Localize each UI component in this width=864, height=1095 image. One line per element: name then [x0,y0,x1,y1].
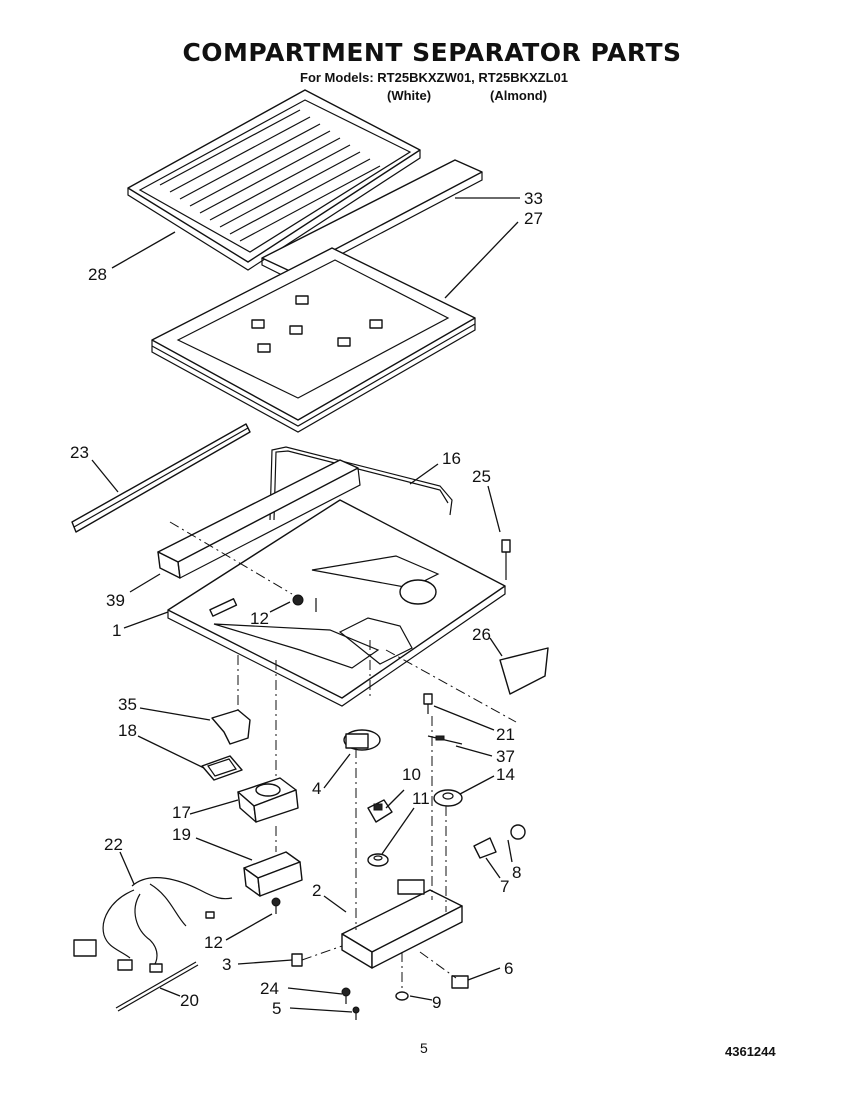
part-16-wire-heater [269,446,453,521]
part-9-washer [395,991,409,1001]
callout-14: 14 [496,765,515,784]
callout-19: 19 [172,825,191,844]
part-39-air-duct [157,459,361,579]
part-25-screw [501,539,511,580]
part-18-gasket [201,755,243,781]
page-title: COMPARTMENT SEPARATOR PARTS [182,38,682,67]
callout-23: 23 [70,443,89,462]
part-20-wire-lead [115,961,199,1012]
callout-3: 3 [222,955,231,974]
part-10-switch [367,799,393,823]
page-number: 5 [420,1040,428,1056]
callout-12-lower: 12 [204,933,223,952]
callout-9: 9 [432,993,441,1012]
part-12-screw-lower [271,897,281,914]
color-white-label: (White) [387,88,432,103]
callout-21: 21 [496,725,515,744]
callout-4: 4 [312,779,321,798]
part-4-fan-motor [343,729,381,751]
callout-17: 17 [172,803,191,822]
callout-5: 5 [272,999,281,1018]
part-1-separator-base [167,499,506,707]
part-12-screw-upper [292,594,317,612]
part-27-separator-frame [151,247,476,433]
callout-25: 25 [472,467,491,486]
callout-2: 2 [312,881,321,900]
part-3-clip [291,953,303,967]
part-21-screw [423,693,433,714]
callout-26: 26 [472,625,491,644]
callout-10: 10 [402,765,421,784]
callout-33: 33 [524,189,543,208]
part-8-light-bulb [510,824,526,840]
callout-39: 39 [106,591,125,610]
callout-22: 22 [104,835,123,854]
part-6-connector [451,975,469,989]
part-24-screw [341,987,351,1004]
callout-28: 28 [88,265,107,284]
callout-35: 35 [118,695,137,714]
callout-6: 6 [504,959,513,978]
callout-labels: 33 27 28 23 16 25 39 1 12 26 35 18 21 37… [70,189,543,1018]
callout-24: 24 [260,979,279,998]
models-subtitle: For Models: RT25BKXZW01, RT25BKXZL01 [300,70,568,85]
part-22-wiring-harness [73,877,233,973]
part-26-insulation [499,647,549,695]
part-37-spacer [427,735,463,745]
callout-12-upper: 12 [250,609,269,628]
callout-20: 20 [180,991,199,1010]
part-23-seal-strip [71,423,251,533]
callout-1: 1 [112,621,121,640]
leader-lines [91,197,520,1013]
alignment-lines [169,521,517,990]
document-number: 4361244 [725,1044,776,1059]
callout-8: 8 [512,863,521,882]
callout-16: 16 [442,449,461,468]
part-17-housing [237,777,299,823]
callout-27: 27 [524,209,543,228]
part-5-screw [352,1006,360,1020]
part-28-shelf-grille [127,89,421,271]
part-7-light-socket [473,837,497,859]
color-almond-label: (Almond) [490,88,548,103]
callout-37: 37 [496,747,515,766]
part-14-fan-blade [433,789,463,807]
callout-18: 18 [118,721,137,740]
callout-7: 7 [500,877,509,896]
part-2-fan-bracket [341,879,463,969]
part-35-clip [211,709,251,745]
part-19-bracket [243,851,303,897]
part-11-grommet [367,853,389,867]
callout-11: 11 [412,789,430,808]
